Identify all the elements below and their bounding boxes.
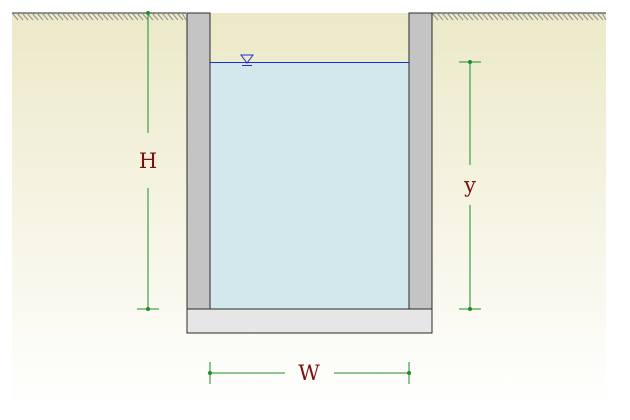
left-wall bbox=[186, 12, 211, 334]
width-dimension bbox=[208, 362, 411, 384]
water-body bbox=[210, 63, 409, 309]
water-surface-symbol bbox=[240, 54, 254, 66]
right-wall bbox=[408, 12, 433, 334]
ground-hatch-right bbox=[431, 12, 607, 21]
channel-base bbox=[186, 308, 433, 334]
height-label: H bbox=[139, 149, 157, 173]
water-depth-dimension bbox=[459, 60, 481, 311]
water-depth-label: y bbox=[463, 173, 476, 197]
ground-hatch-left bbox=[11, 12, 187, 21]
width-label: W bbox=[298, 361, 320, 385]
height-dimension bbox=[137, 11, 159, 311]
channel-inner-outline bbox=[209, 13, 410, 310]
